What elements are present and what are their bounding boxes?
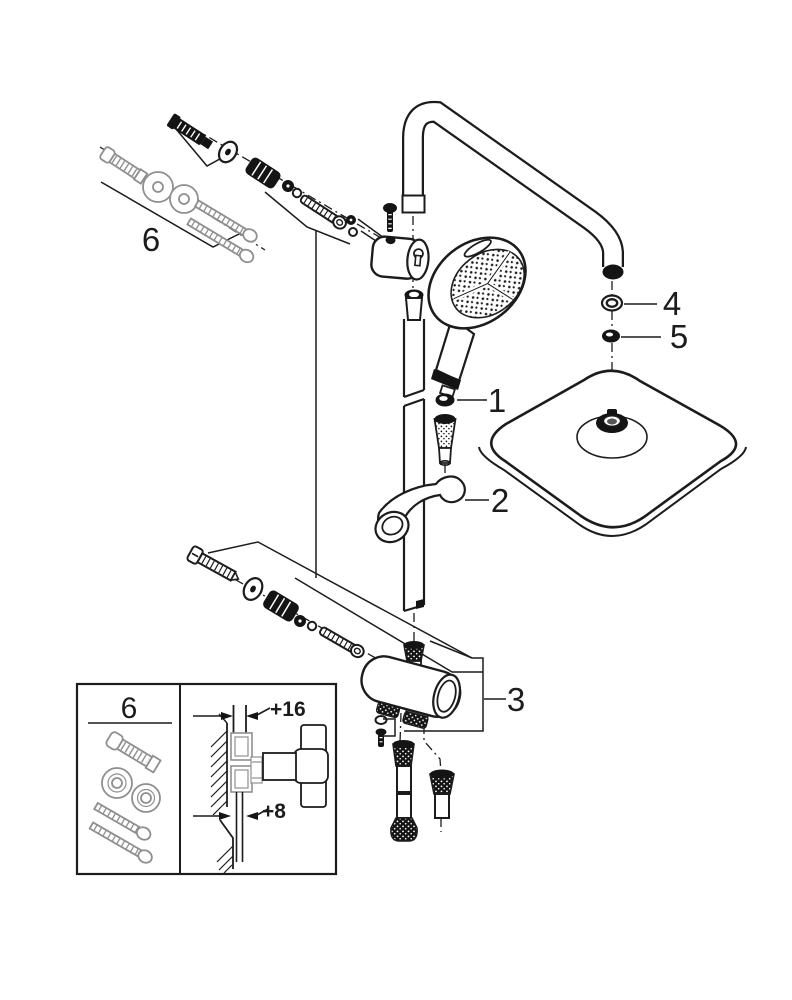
inset-box: 6 bbox=[75, 682, 338, 876]
nut bbox=[346, 215, 356, 225]
inset-hardware-panel: 6 bbox=[88, 692, 172, 864]
handle-band bbox=[431, 369, 461, 390]
callout-1: 1 bbox=[488, 382, 506, 419]
hand-shower-holder bbox=[374, 475, 466, 544]
shower-arm bbox=[401, 100, 624, 280]
hand-shower bbox=[427, 236, 527, 399]
callout-4: 4 bbox=[663, 285, 681, 322]
washer bbox=[242, 577, 264, 601]
valve-screw bbox=[374, 715, 388, 747]
spray-slot bbox=[463, 238, 492, 258]
mounting-hardware-bottom bbox=[186, 545, 365, 659]
arm-ferrule bbox=[401, 194, 426, 214]
threaded-screw bbox=[299, 194, 347, 230]
nut bbox=[294, 615, 306, 627]
shower-hoses bbox=[390, 740, 455, 842]
wall-plug bbox=[263, 590, 299, 622]
callout-2: 2 bbox=[491, 482, 509, 519]
slide-rail bbox=[402, 289, 426, 613]
wall-bracket-upper bbox=[370, 203, 430, 281]
bracket-guide-lines bbox=[100, 128, 473, 673]
bracket-screw bbox=[383, 203, 397, 232]
threaded-screw bbox=[319, 626, 365, 659]
head-washer-part bbox=[600, 294, 624, 312]
port-nut bbox=[402, 710, 429, 729]
callout-3: 3 bbox=[507, 681, 525, 718]
ring-washer bbox=[348, 227, 358, 237]
mounting-hardware-top bbox=[167, 113, 358, 237]
inset-installation-panel: +16 +8 bbox=[193, 698, 329, 874]
hose-coupling-right bbox=[429, 769, 455, 819]
dimension-plus-16: +16 bbox=[193, 698, 306, 721]
rail-top-connector bbox=[404, 289, 424, 321]
inset-label-6: 6 bbox=[121, 692, 138, 725]
head-gasket-part bbox=[602, 329, 620, 343]
hose-left bbox=[390, 740, 418, 842]
washer bbox=[217, 140, 239, 164]
callouts: 6 1 2 3 4 5 bbox=[142, 221, 688, 718]
nut bbox=[282, 180, 294, 192]
callout-5: 5 bbox=[670, 318, 688, 355]
wall-plug bbox=[245, 157, 281, 189]
rain-shower-head bbox=[478, 369, 747, 537]
cone-nut bbox=[433, 414, 457, 466]
ring-washer bbox=[306, 620, 318, 632]
mounting-hardware-gray-top bbox=[99, 146, 258, 264]
dimension-plus-8: +8 bbox=[193, 800, 286, 823]
arm-end-cap bbox=[602, 264, 624, 280]
rail-bottom-notch bbox=[416, 599, 424, 609]
valve-end-cap bbox=[432, 673, 462, 719]
dimension-label: +8 bbox=[262, 800, 286, 823]
callout-6: 6 bbox=[142, 221, 160, 258]
dimension-label: +16 bbox=[270, 698, 306, 721]
diverter-valve bbox=[360, 640, 484, 747]
hose-gasket-part bbox=[435, 393, 455, 407]
screw bbox=[186, 545, 240, 582]
ring-washer bbox=[291, 187, 303, 199]
anchor-screw bbox=[167, 113, 214, 150]
